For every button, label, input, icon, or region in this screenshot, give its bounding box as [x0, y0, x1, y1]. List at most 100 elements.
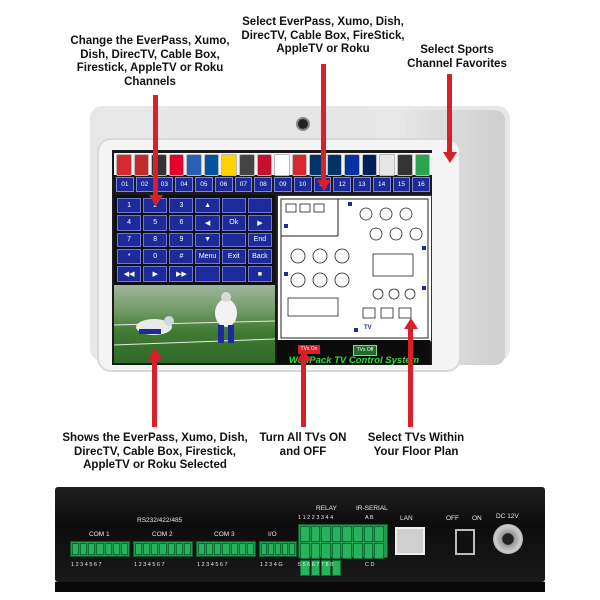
power-switch[interactable]: [455, 529, 475, 555]
terminal-pin: [268, 543, 274, 555]
channel-logo-button[interactable]: [291, 154, 308, 176]
terminal-pin: [310, 526, 321, 542]
channel-logo-button[interactable]: [361, 154, 378, 176]
callout-shows-selected: Shows the EverPass, Xumo, Dish, DirecTV,…: [62, 432, 248, 471]
source-button-09[interactable]: 09: [274, 177, 292, 192]
arrow-select-sources: [321, 64, 326, 180]
source-button-06[interactable]: 06: [214, 177, 233, 192]
source-button-08[interactable]: 08: [254, 177, 272, 192]
keypad-key[interactable]: ◀: [195, 214, 220, 231]
terminal-pin: [167, 543, 175, 555]
keypad-key[interactable]: [221, 232, 246, 248]
keypad-key[interactable]: 0: [143, 249, 168, 265]
com2-label: COM 2: [152, 531, 173, 538]
keypad-key[interactable]: 1: [117, 198, 142, 213]
keypad-key[interactable]: ▼: [195, 232, 220, 248]
keypad-key[interactable]: ▶▶: [169, 266, 194, 282]
ir-serial-label: IR-SERIAL: [356, 505, 388, 512]
channel-logo-button[interactable]: [116, 154, 132, 176]
keypad-key[interactable]: 7: [117, 232, 142, 248]
terminal-pin: [151, 543, 159, 555]
keypad-key[interactable]: 9: [169, 232, 194, 248]
keypad-key[interactable]: ◀◀: [117, 266, 142, 282]
callout-sports-favorites: Select Sports Channel Favorites: [407, 44, 507, 70]
terminal-pin: [374, 543, 384, 559]
keypad-key[interactable]: Ok: [221, 214, 246, 231]
channel-logo-button[interactable]: [133, 154, 150, 176]
terminal-pin: [88, 543, 96, 555]
football-players-image: [114, 292, 275, 346]
source-button-04[interactable]: 04: [175, 177, 193, 192]
floor-plan-map[interactable]: TV: [277, 195, 432, 342]
keypad-key[interactable]: [221, 198, 246, 213]
source-button-10[interactable]: 10: [293, 177, 312, 192]
tvs-on-button[interactable]: TVs On: [298, 345, 320, 354]
channel-logo-button[interactable]: [168, 154, 185, 176]
terminal-pin: [135, 543, 143, 555]
terminal-pin: [310, 560, 321, 576]
source-button-02[interactable]: 02: [135, 177, 154, 192]
keypad-key[interactable]: Back: [247, 249, 272, 265]
dc-label: DC 12V: [496, 513, 519, 520]
arrow-head-icon: [297, 350, 311, 361]
keypad-key[interactable]: *: [117, 249, 142, 265]
source-button-05[interactable]: 05: [195, 177, 213, 192]
terminal-pin: [331, 543, 342, 559]
terminal-pin: [363, 526, 374, 542]
source-button-12[interactable]: 12: [333, 177, 351, 192]
keypad-key[interactable]: ▶: [247, 214, 272, 231]
com1-terminal: [70, 541, 130, 557]
arrow-head-icon: [443, 152, 457, 163]
source-button-01[interactable]: 01: [116, 177, 134, 192]
io-label: I/O: [268, 531, 277, 538]
arrow-sports-favorites: [447, 74, 452, 152]
io-terminal: [259, 541, 297, 557]
keypad-key[interactable]: 6: [169, 214, 194, 231]
keypad-key[interactable]: [195, 266, 220, 282]
keypad-key[interactable]: ▶: [143, 266, 168, 282]
channel-logo-button[interactable]: [256, 154, 273, 176]
source-button-15[interactable]: 15: [392, 177, 411, 192]
tvs-off-button[interactable]: TVs Off: [353, 345, 377, 356]
channel-logo-button[interactable]: [274, 154, 290, 176]
terminal-pin: [282, 543, 288, 555]
source-button-14[interactable]: 14: [372, 177, 391, 192]
channel-logo-button[interactable]: [326, 154, 343, 176]
terminal-pin: [175, 543, 183, 555]
source-button-16[interactable]: 16: [412, 177, 430, 192]
arrow-head-icon: [404, 318, 418, 329]
keypad-key[interactable]: Menu: [195, 249, 220, 265]
lan-port-icon: [395, 527, 425, 555]
terminal-pin: [321, 560, 331, 576]
source-button-13[interactable]: 13: [353, 177, 371, 192]
terminal-pin: [96, 543, 104, 555]
keypad-key[interactable]: #: [169, 249, 194, 265]
channel-logo-button[interactable]: [414, 154, 431, 176]
pins-row-1: 1 2 3 4 5 6 7: [71, 562, 102, 568]
channel-logo-button[interactable]: [379, 154, 395, 176]
terminal-pin: [374, 526, 384, 542]
arrow-turn-all-tvs: [301, 361, 306, 427]
keypad-key[interactable]: Exit: [221, 249, 246, 265]
channel-logo-button[interactable]: [344, 154, 360, 176]
keypad-key[interactable]: End: [247, 232, 272, 248]
keypad-key[interactable]: 4: [117, 214, 142, 231]
channel-logo-button[interactable]: [203, 154, 220, 176]
lan-label: LAN: [400, 515, 413, 522]
keypad-key[interactable]: [247, 198, 272, 213]
source-button-03[interactable]: 03: [155, 177, 174, 192]
channel-logo-button[interactable]: [186, 154, 202, 176]
source-button-07[interactable]: 07: [234, 177, 253, 192]
channel-logo-button[interactable]: [238, 154, 255, 176]
keypad-key[interactable]: 8: [143, 232, 168, 248]
off-label: OFF: [446, 515, 459, 522]
terminal-pin: [342, 543, 352, 559]
keypad-key[interactable]: 3: [169, 198, 194, 213]
terminal-pin: [222, 543, 230, 555]
channel-logo-button[interactable]: [397, 154, 413, 176]
keypad-key[interactable]: ▲: [195, 198, 220, 213]
keypad-key[interactable]: [221, 266, 246, 282]
channel-logo-button[interactable]: [221, 154, 237, 176]
keypad-key[interactable]: 5: [143, 214, 168, 231]
keypad-key[interactable]: ■: [247, 266, 272, 282]
